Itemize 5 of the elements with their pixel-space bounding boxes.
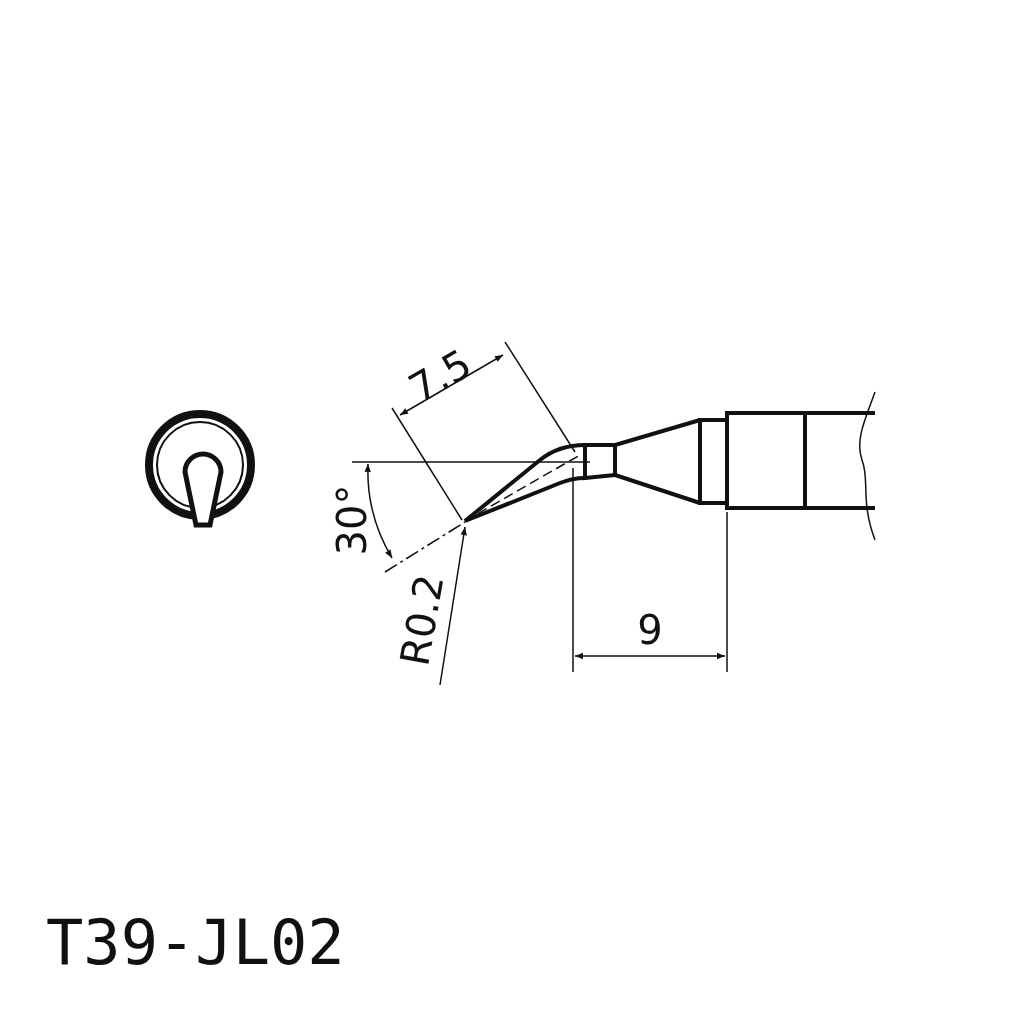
dimension-label: R0.2 xyxy=(394,571,450,669)
dimension-label: 9 xyxy=(637,610,663,650)
dimension-label: 30° xyxy=(332,484,372,556)
dimension-label: 7.5 xyxy=(402,342,478,410)
model-number-title: T39-JL02 xyxy=(46,912,345,974)
